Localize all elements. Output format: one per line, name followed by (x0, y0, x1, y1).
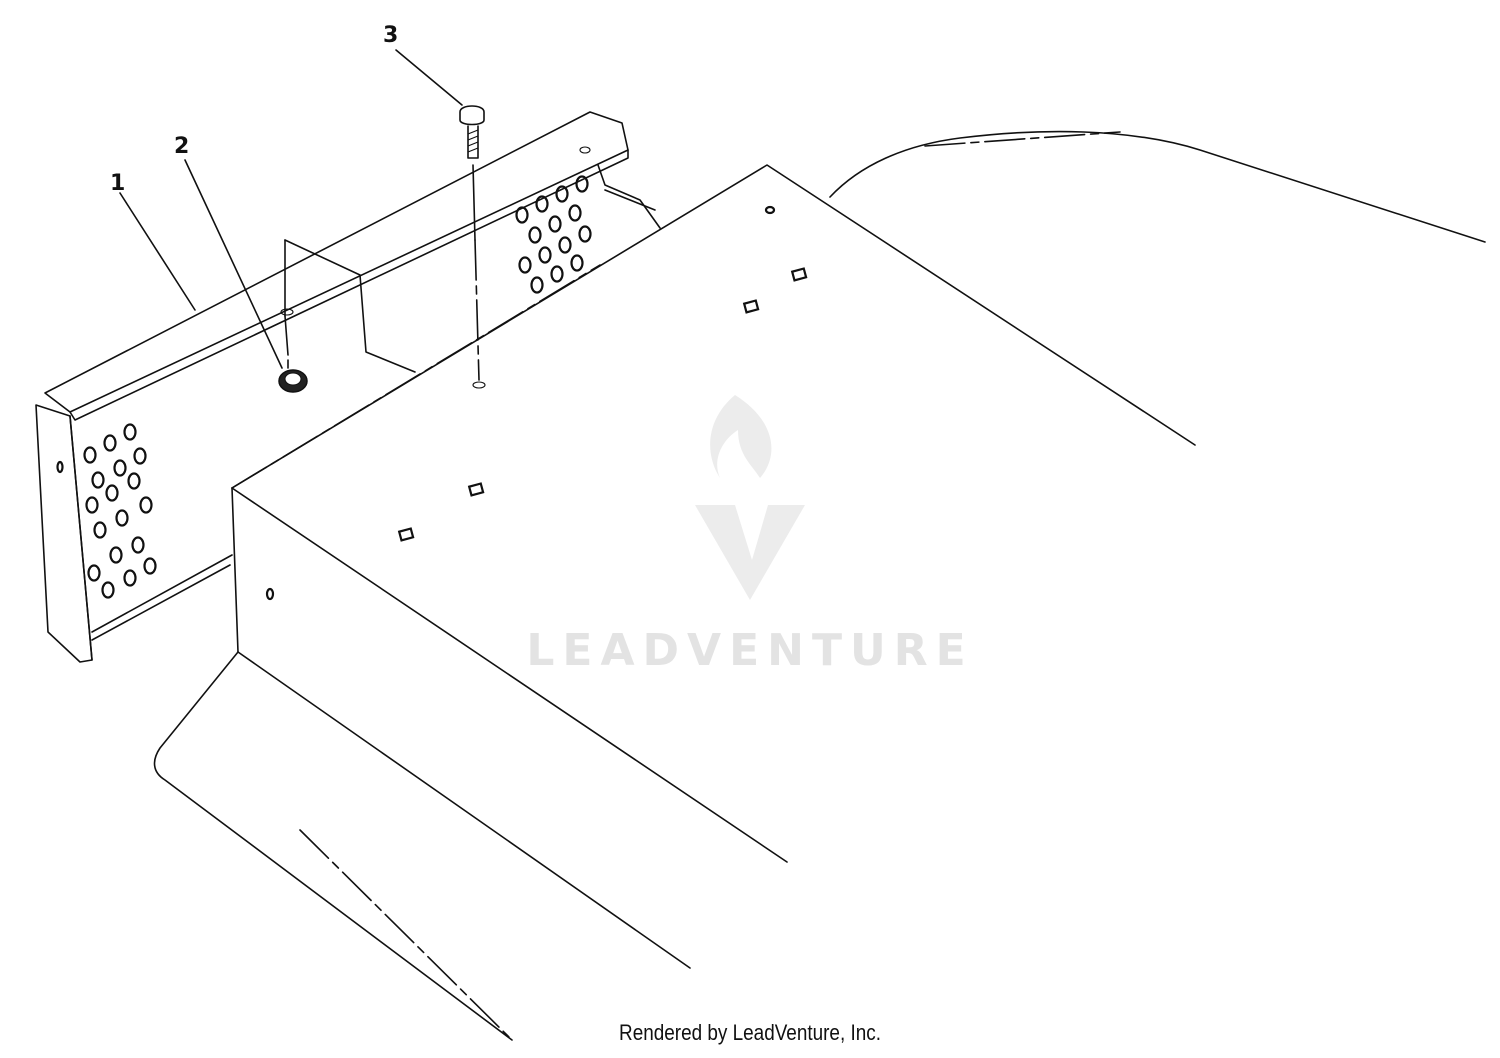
callout-1-number: 1 (110, 171, 125, 196)
watermark-text: LEADVENTURE (526, 625, 973, 676)
housing-front-side-line (237, 651, 691, 969)
callout-2-leader (184, 159, 283, 369)
housing-top-front-edge (231, 487, 788, 863)
nut-part (278, 359, 308, 393)
callout-2-number: 2 (174, 134, 189, 159)
callout-3-number: 3 (383, 23, 398, 48)
housing-front-vertical (231, 487, 239, 653)
round-hole-icon (764, 205, 776, 215)
bolt-part (459, 105, 485, 381)
bolt-hole-icon (472, 381, 486, 389)
watermark-logo-icon (695, 395, 805, 600)
callout-1-leader (119, 192, 196, 311)
housing-top-left-dashed (231, 264, 601, 489)
perforation-holes (83, 175, 592, 599)
bracket-part (35, 111, 661, 663)
housing-lower-dashed (299, 829, 513, 1041)
deck-rear-outline-dashed (924, 131, 1121, 147)
round-hole-icon (265, 587, 275, 601)
callout-3-leader (395, 49, 463, 106)
square-hole-icon (397, 267, 808, 542)
footer-credit: Rendered by LeadVenture, Inc. (619, 1020, 881, 1045)
deck-rear-outline (829, 130, 1486, 243)
housing-lower-left-curve (153, 651, 513, 1041)
